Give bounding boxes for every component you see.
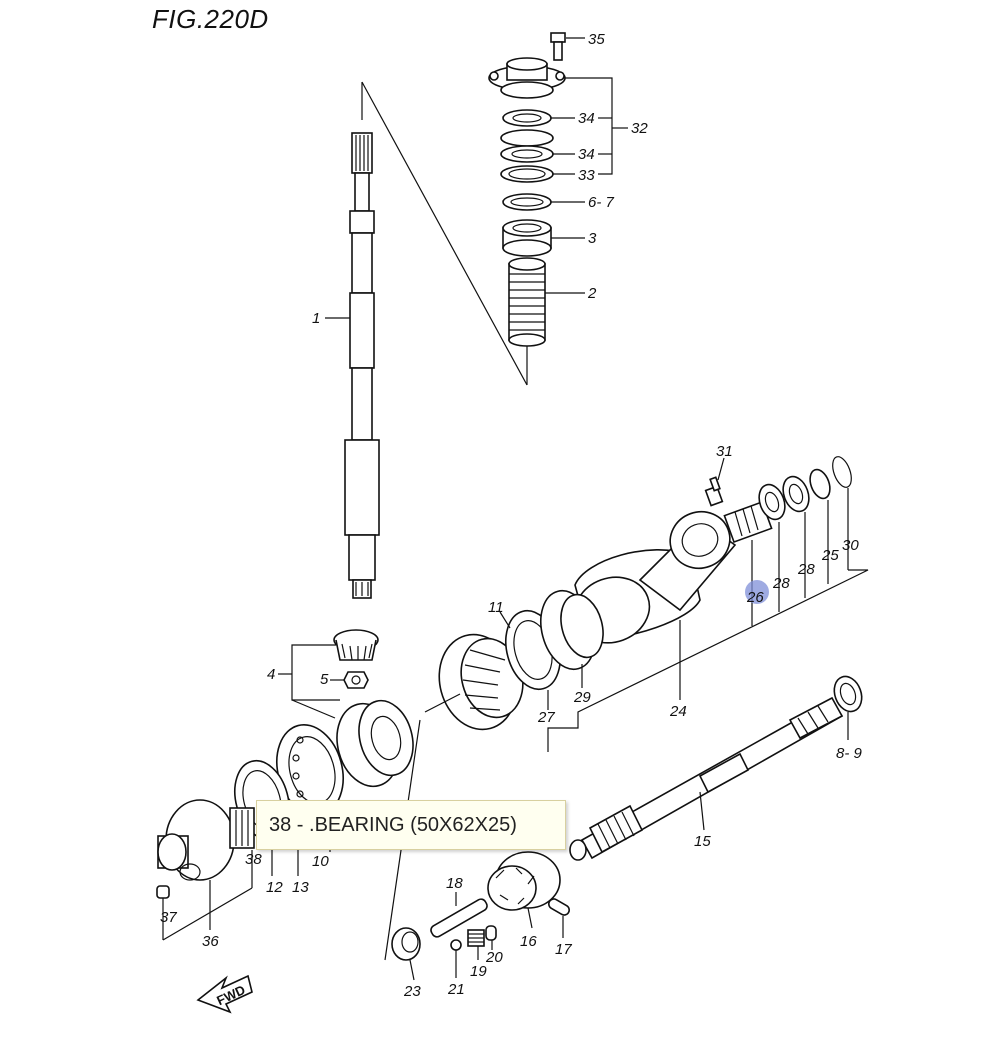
callout-31[interactable]: 31 <box>716 443 733 460</box>
part-tooltip-text: 38 - .BEARING (50X62X25) <box>269 814 517 836</box>
callout-1[interactable]: 1 <box>312 310 320 327</box>
part-28-bearing[interactable] <box>755 481 790 523</box>
callout-24[interactable]: 24 <box>669 703 687 720</box>
callout-34a[interactable]: 34 <box>578 110 595 127</box>
leader-line <box>717 457 725 481</box>
leader-bracket-32 <box>565 77 613 175</box>
callout-38[interactable]: 38 <box>245 851 262 868</box>
callout-4[interactable]: 4 <box>267 666 275 683</box>
part-1-drive-shaft[interactable] <box>344 132 380 599</box>
part-32-bearing-housing[interactable] <box>488 57 566 99</box>
callout-10[interactable]: 10 <box>312 853 329 870</box>
callout-2[interactable]: 2 <box>587 285 597 302</box>
callout-28a[interactable]: 28 <box>772 575 790 592</box>
part-3-bearing[interactable] <box>502 219 552 257</box>
callout-21[interactable]: 21 <box>447 981 465 998</box>
part-25-washer[interactable] <box>806 467 833 501</box>
leader-line <box>499 611 511 629</box>
callout-36[interactable]: 36 <box>202 933 219 950</box>
callout-11[interactable]: 11 <box>488 599 504 616</box>
callout-12[interactable]: 12 <box>266 879 283 896</box>
part-23-sleeve[interactable] <box>391 927 421 961</box>
part-18-push-rod[interactable] <box>429 897 489 938</box>
callout-17[interactable]: 17 <box>555 941 572 958</box>
callout-8-9[interactable]: 8- 9 <box>836 745 863 762</box>
part-11-gear[interactable] <box>429 626 531 738</box>
callout-29[interactable]: 29 <box>573 689 591 706</box>
leader-bracket-4 <box>291 644 340 701</box>
part-6-7-shim[interactable] <box>502 193 552 211</box>
part-tooltip: 38 - .BEARING (50X62X25) <box>256 800 566 850</box>
part-17-pin[interactable] <box>547 897 571 917</box>
part-33-shim[interactable] <box>500 165 554 183</box>
callout-23[interactable]: 23 <box>403 983 421 1000</box>
highlight-dot <box>745 580 769 604</box>
callout-19[interactable]: 19 <box>470 963 487 980</box>
callout-18[interactable]: 18 <box>446 875 463 892</box>
part-8-9-washer[interactable] <box>830 673 867 716</box>
callout-20[interactable]: 20 <box>485 949 503 966</box>
part-35-bolt[interactable] <box>550 32 566 61</box>
part-31-bolt[interactable] <box>704 476 724 507</box>
callout-25[interactable]: 25 <box>821 547 839 564</box>
callout-32[interactable]: 32 <box>631 120 648 137</box>
leader-line <box>699 791 705 831</box>
part-34-bearing-race[interactable] <box>502 109 552 127</box>
leader-line <box>162 887 253 941</box>
part-15-propeller-shaft[interactable] <box>569 696 844 861</box>
part-29-bearing[interactable] <box>533 585 610 676</box>
part-36-bearing-housing[interactable] <box>157 799 235 881</box>
part-4-pinion-gear[interactable] <box>333 629 379 661</box>
callout-6-7[interactable]: 6- 7 <box>588 194 615 211</box>
callout-15[interactable]: 15 <box>694 833 711 850</box>
part-16-clutch-dog[interactable] <box>487 851 561 911</box>
leader-line <box>409 959 415 981</box>
callout-34b[interactable]: 34 <box>578 146 595 163</box>
part-37-pin[interactable] <box>156 885 170 899</box>
callout-26[interactable]: 26 <box>746 589 764 606</box>
callout-28b[interactable]: 28 <box>797 561 815 578</box>
callout-33[interactable]: 33 <box>578 167 595 184</box>
callout-37[interactable]: 37 <box>160 909 177 926</box>
part-5-nut[interactable] <box>343 671 369 689</box>
part-34-bearing-race[interactable] <box>500 129 554 163</box>
leader-bracket-rear <box>547 569 869 752</box>
part-19-spring[interactable] <box>467 929 485 947</box>
callout-30[interactable]: 30 <box>842 537 859 554</box>
callout-13[interactable]: 13 <box>292 879 309 896</box>
callout-27[interactable]: 27 <box>537 709 555 726</box>
part-26-bearing[interactable] <box>723 500 773 544</box>
leader-line <box>361 81 528 386</box>
callout-16[interactable]: 16 <box>520 933 537 950</box>
part-38-bearing[interactable] <box>229 807 255 849</box>
callout-5[interactable]: 5 <box>320 671 329 688</box>
part-21-ball[interactable] <box>450 939 462 951</box>
part-2-sleeve[interactable] <box>508 257 546 347</box>
part-30-circlip[interactable] <box>829 454 855 490</box>
part-28-bearing[interactable] <box>779 473 814 515</box>
figure-title: FIG.220D <box>152 4 269 34</box>
part-20-spring-pin[interactable] <box>485 925 497 941</box>
callout-3[interactable]: 3 <box>588 230 597 247</box>
leader-line <box>291 699 336 719</box>
part-10-gear[interactable] <box>328 695 421 794</box>
fwd-arrow-icon: FWD <box>196 974 253 1014</box>
leader-line <box>424 693 461 713</box>
callout-35[interactable]: 35 <box>588 31 605 48</box>
leader-line <box>527 907 533 929</box>
